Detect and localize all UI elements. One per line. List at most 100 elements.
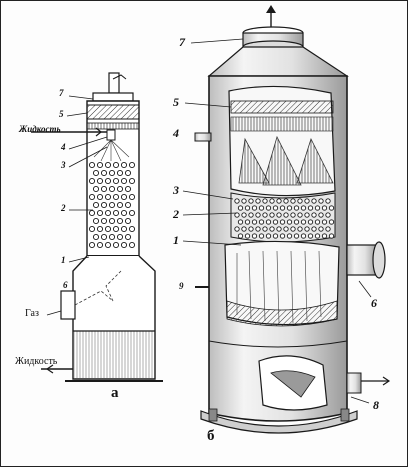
packing-ring bbox=[251, 219, 258, 225]
packing-ring bbox=[96, 225, 104, 233]
packing-ring bbox=[325, 198, 331, 204]
packing-ring bbox=[286, 205, 293, 211]
label-b-5: 5 bbox=[173, 95, 179, 109]
packing-ring bbox=[128, 193, 136, 201]
label-a-3: 3 bbox=[61, 160, 66, 170]
packing-ring bbox=[286, 219, 293, 225]
packing-ring bbox=[120, 177, 128, 185]
packing-ring bbox=[104, 193, 112, 201]
packing-ring bbox=[112, 241, 120, 249]
packing-ring bbox=[283, 212, 289, 218]
packing-ring bbox=[300, 233, 307, 239]
packing-ring bbox=[255, 212, 261, 218]
label-b-6: 6 bbox=[371, 296, 377, 310]
column-b bbox=[182, 5, 391, 434]
label-a-7: 7 bbox=[59, 88, 64, 98]
packing-ring bbox=[258, 233, 265, 239]
packing-ring bbox=[96, 177, 104, 185]
packing-ring bbox=[108, 185, 116, 193]
column-b-liquid-inlet bbox=[194, 132, 212, 142]
packing-ring bbox=[88, 225, 96, 233]
packing-ring bbox=[290, 198, 296, 204]
packing-ring bbox=[128, 209, 136, 217]
packing-ring bbox=[112, 177, 120, 185]
packing-ring bbox=[251, 233, 258, 239]
packing-ring bbox=[321, 205, 328, 211]
packing-ring bbox=[241, 212, 247, 218]
label-a-5: 5 bbox=[59, 109, 64, 119]
packing-ring bbox=[108, 201, 116, 209]
label-b-1: 1 bbox=[173, 233, 179, 247]
packing-ring bbox=[237, 219, 244, 225]
packing-ring bbox=[318, 226, 324, 232]
packing-ring bbox=[293, 219, 300, 225]
packing-ring bbox=[293, 233, 300, 239]
packing-ring bbox=[255, 226, 261, 232]
packing-ring bbox=[120, 161, 128, 169]
packing-ring bbox=[100, 217, 108, 225]
packing-ring bbox=[120, 209, 128, 217]
packing-ring bbox=[244, 219, 251, 225]
packing-ring bbox=[307, 205, 314, 211]
packing-ring bbox=[276, 198, 282, 204]
packing-ring bbox=[88, 161, 96, 169]
packing-ring bbox=[328, 233, 335, 239]
packing-ring bbox=[325, 212, 331, 218]
packing-ring bbox=[311, 198, 317, 204]
label-b-9: 9 bbox=[179, 281, 184, 291]
label-a-2: 2 bbox=[61, 203, 66, 213]
packing-ring bbox=[116, 217, 124, 225]
packing-ring bbox=[279, 205, 286, 211]
packing-ring bbox=[237, 205, 244, 211]
packing-ring bbox=[124, 233, 132, 241]
packing-ring bbox=[244, 205, 251, 211]
packing-ring bbox=[269, 198, 275, 204]
packing-ring bbox=[293, 205, 300, 211]
packing-ring bbox=[314, 233, 321, 239]
packing-ring bbox=[108, 233, 116, 241]
packing-ring bbox=[234, 212, 240, 218]
packing-ring bbox=[120, 193, 128, 201]
column-a-cap bbox=[92, 92, 134, 102]
packing-ring bbox=[234, 198, 240, 204]
packing-ring bbox=[258, 205, 265, 211]
packing-ring bbox=[304, 198, 310, 204]
packing-ring bbox=[88, 209, 96, 217]
label-b-4: 4 bbox=[173, 126, 179, 140]
packing-ring bbox=[100, 185, 108, 193]
packing-ring bbox=[96, 193, 104, 201]
packing-ring bbox=[318, 198, 324, 204]
column-a-gas-inlet bbox=[60, 290, 76, 320]
packing-ring bbox=[290, 226, 296, 232]
packing-ring bbox=[237, 233, 244, 239]
packing-ring bbox=[269, 212, 275, 218]
packing-ring bbox=[104, 161, 112, 169]
packing-ring bbox=[124, 217, 132, 225]
packing-ring bbox=[92, 233, 100, 241]
packing-ring bbox=[328, 219, 335, 225]
packing-ring bbox=[248, 226, 254, 232]
packing-ring bbox=[325, 226, 331, 232]
label-a-4: 4 bbox=[61, 142, 66, 152]
packing-ring bbox=[112, 193, 120, 201]
label-b-3: 3 bbox=[173, 183, 179, 197]
packing-ring bbox=[88, 177, 96, 185]
packing-ring bbox=[104, 225, 112, 233]
packing-ring bbox=[251, 205, 258, 211]
label-a-liquid-in: Жидкость bbox=[19, 124, 61, 134]
packing-ring bbox=[92, 201, 100, 209]
packing-ring bbox=[272, 205, 279, 211]
packing-ring bbox=[96, 209, 104, 217]
label-b-8: 8 bbox=[373, 398, 379, 412]
packing-ring bbox=[112, 209, 120, 217]
column-a-top-pipe bbox=[108, 72, 120, 94]
packing-ring bbox=[108, 169, 116, 177]
column-b-drain bbox=[346, 372, 362, 394]
caption-a: а bbox=[111, 385, 119, 401]
packing-ring bbox=[92, 217, 100, 225]
column-b-base bbox=[200, 410, 358, 434]
packing-ring bbox=[290, 212, 296, 218]
caption-b: б bbox=[207, 428, 215, 444]
